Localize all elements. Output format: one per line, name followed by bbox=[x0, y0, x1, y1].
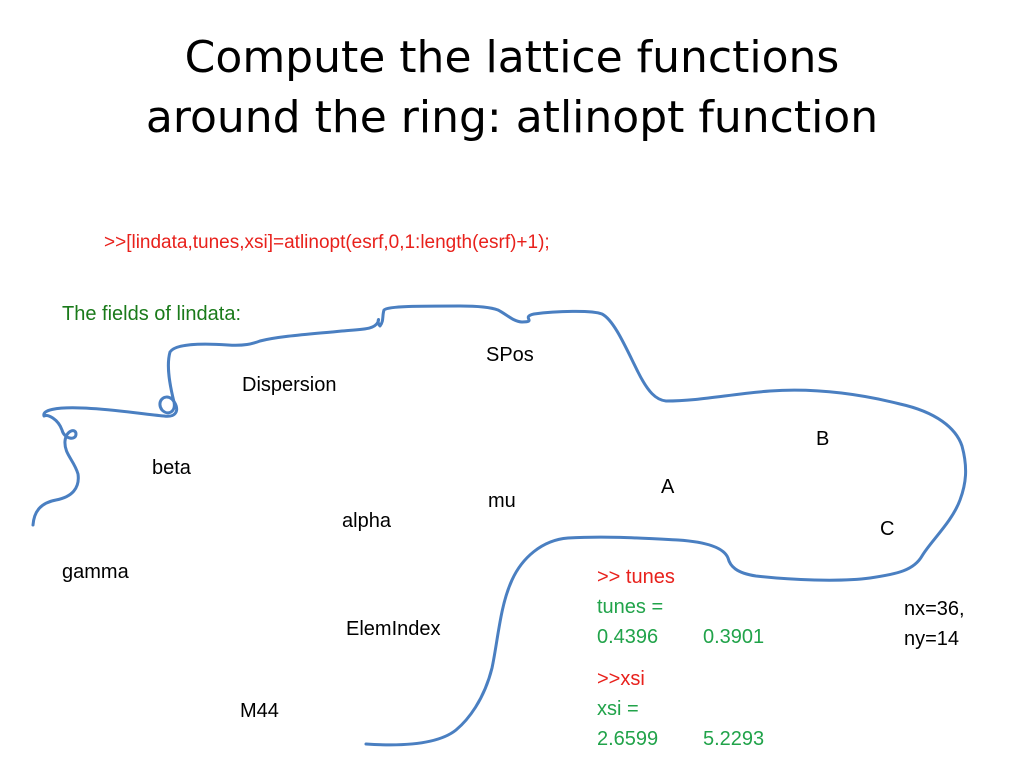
ring-outline bbox=[31, 304, 968, 747]
nx-ny-note: nx=36, ny=14 bbox=[904, 594, 965, 654]
tunes-values: 0.4396 0.3901 bbox=[597, 622, 764, 652]
field-dispersion: Dispersion bbox=[242, 374, 337, 396]
field-elemindex: ElemIndex bbox=[346, 618, 441, 640]
field-beta: beta bbox=[152, 457, 191, 479]
ring-label-c: C bbox=[880, 518, 895, 540]
tunes-command: >> tunes bbox=[597, 566, 675, 588]
xsi-output: >>xsi xsi = 2.6599 5.2293 bbox=[597, 664, 764, 754]
lindata-fields-heading: The fields of lindata: bbox=[62, 303, 241, 325]
xsi-command: >>xsi bbox=[597, 668, 645, 690]
atlinopt-command: >>[lindata,tunes,xsi]=atlinopt(esrf,0,1:… bbox=[104, 232, 550, 253]
xsi-values: 2.6599 5.2293 bbox=[597, 724, 764, 754]
tune-x-value: 0.4396 bbox=[597, 626, 659, 648]
ring-label-b: B bbox=[816, 428, 830, 450]
field-m44: M44 bbox=[240, 700, 279, 722]
nx-value: nx=36, bbox=[904, 598, 965, 620]
title-line-2: around the ring: atlinopt function bbox=[145, 92, 879, 143]
title-line-1: Compute the lattice functions bbox=[184, 32, 840, 83]
field-mu: mu bbox=[488, 490, 516, 512]
tune-y-value: 0.3901 bbox=[703, 626, 765, 648]
xsi-x-value: 2.6599 bbox=[597, 728, 659, 750]
xsi-y-value: 5.2293 bbox=[703, 728, 765, 750]
xsi-label: xsi = bbox=[597, 698, 639, 720]
field-gamma: gamma bbox=[62, 561, 129, 583]
tunes-label: tunes = bbox=[597, 596, 664, 618]
ring-label-a: A bbox=[661, 476, 675, 498]
slide-title: Compute the lattice functions around the… bbox=[0, 28, 1024, 148]
field-alpha: alpha bbox=[342, 510, 391, 532]
ny-value: ny=14 bbox=[904, 628, 960, 650]
tunes-output: >> tunes tunes = 0.4396 0.3901 bbox=[597, 562, 764, 652]
field-spos: SPos bbox=[486, 344, 534, 366]
